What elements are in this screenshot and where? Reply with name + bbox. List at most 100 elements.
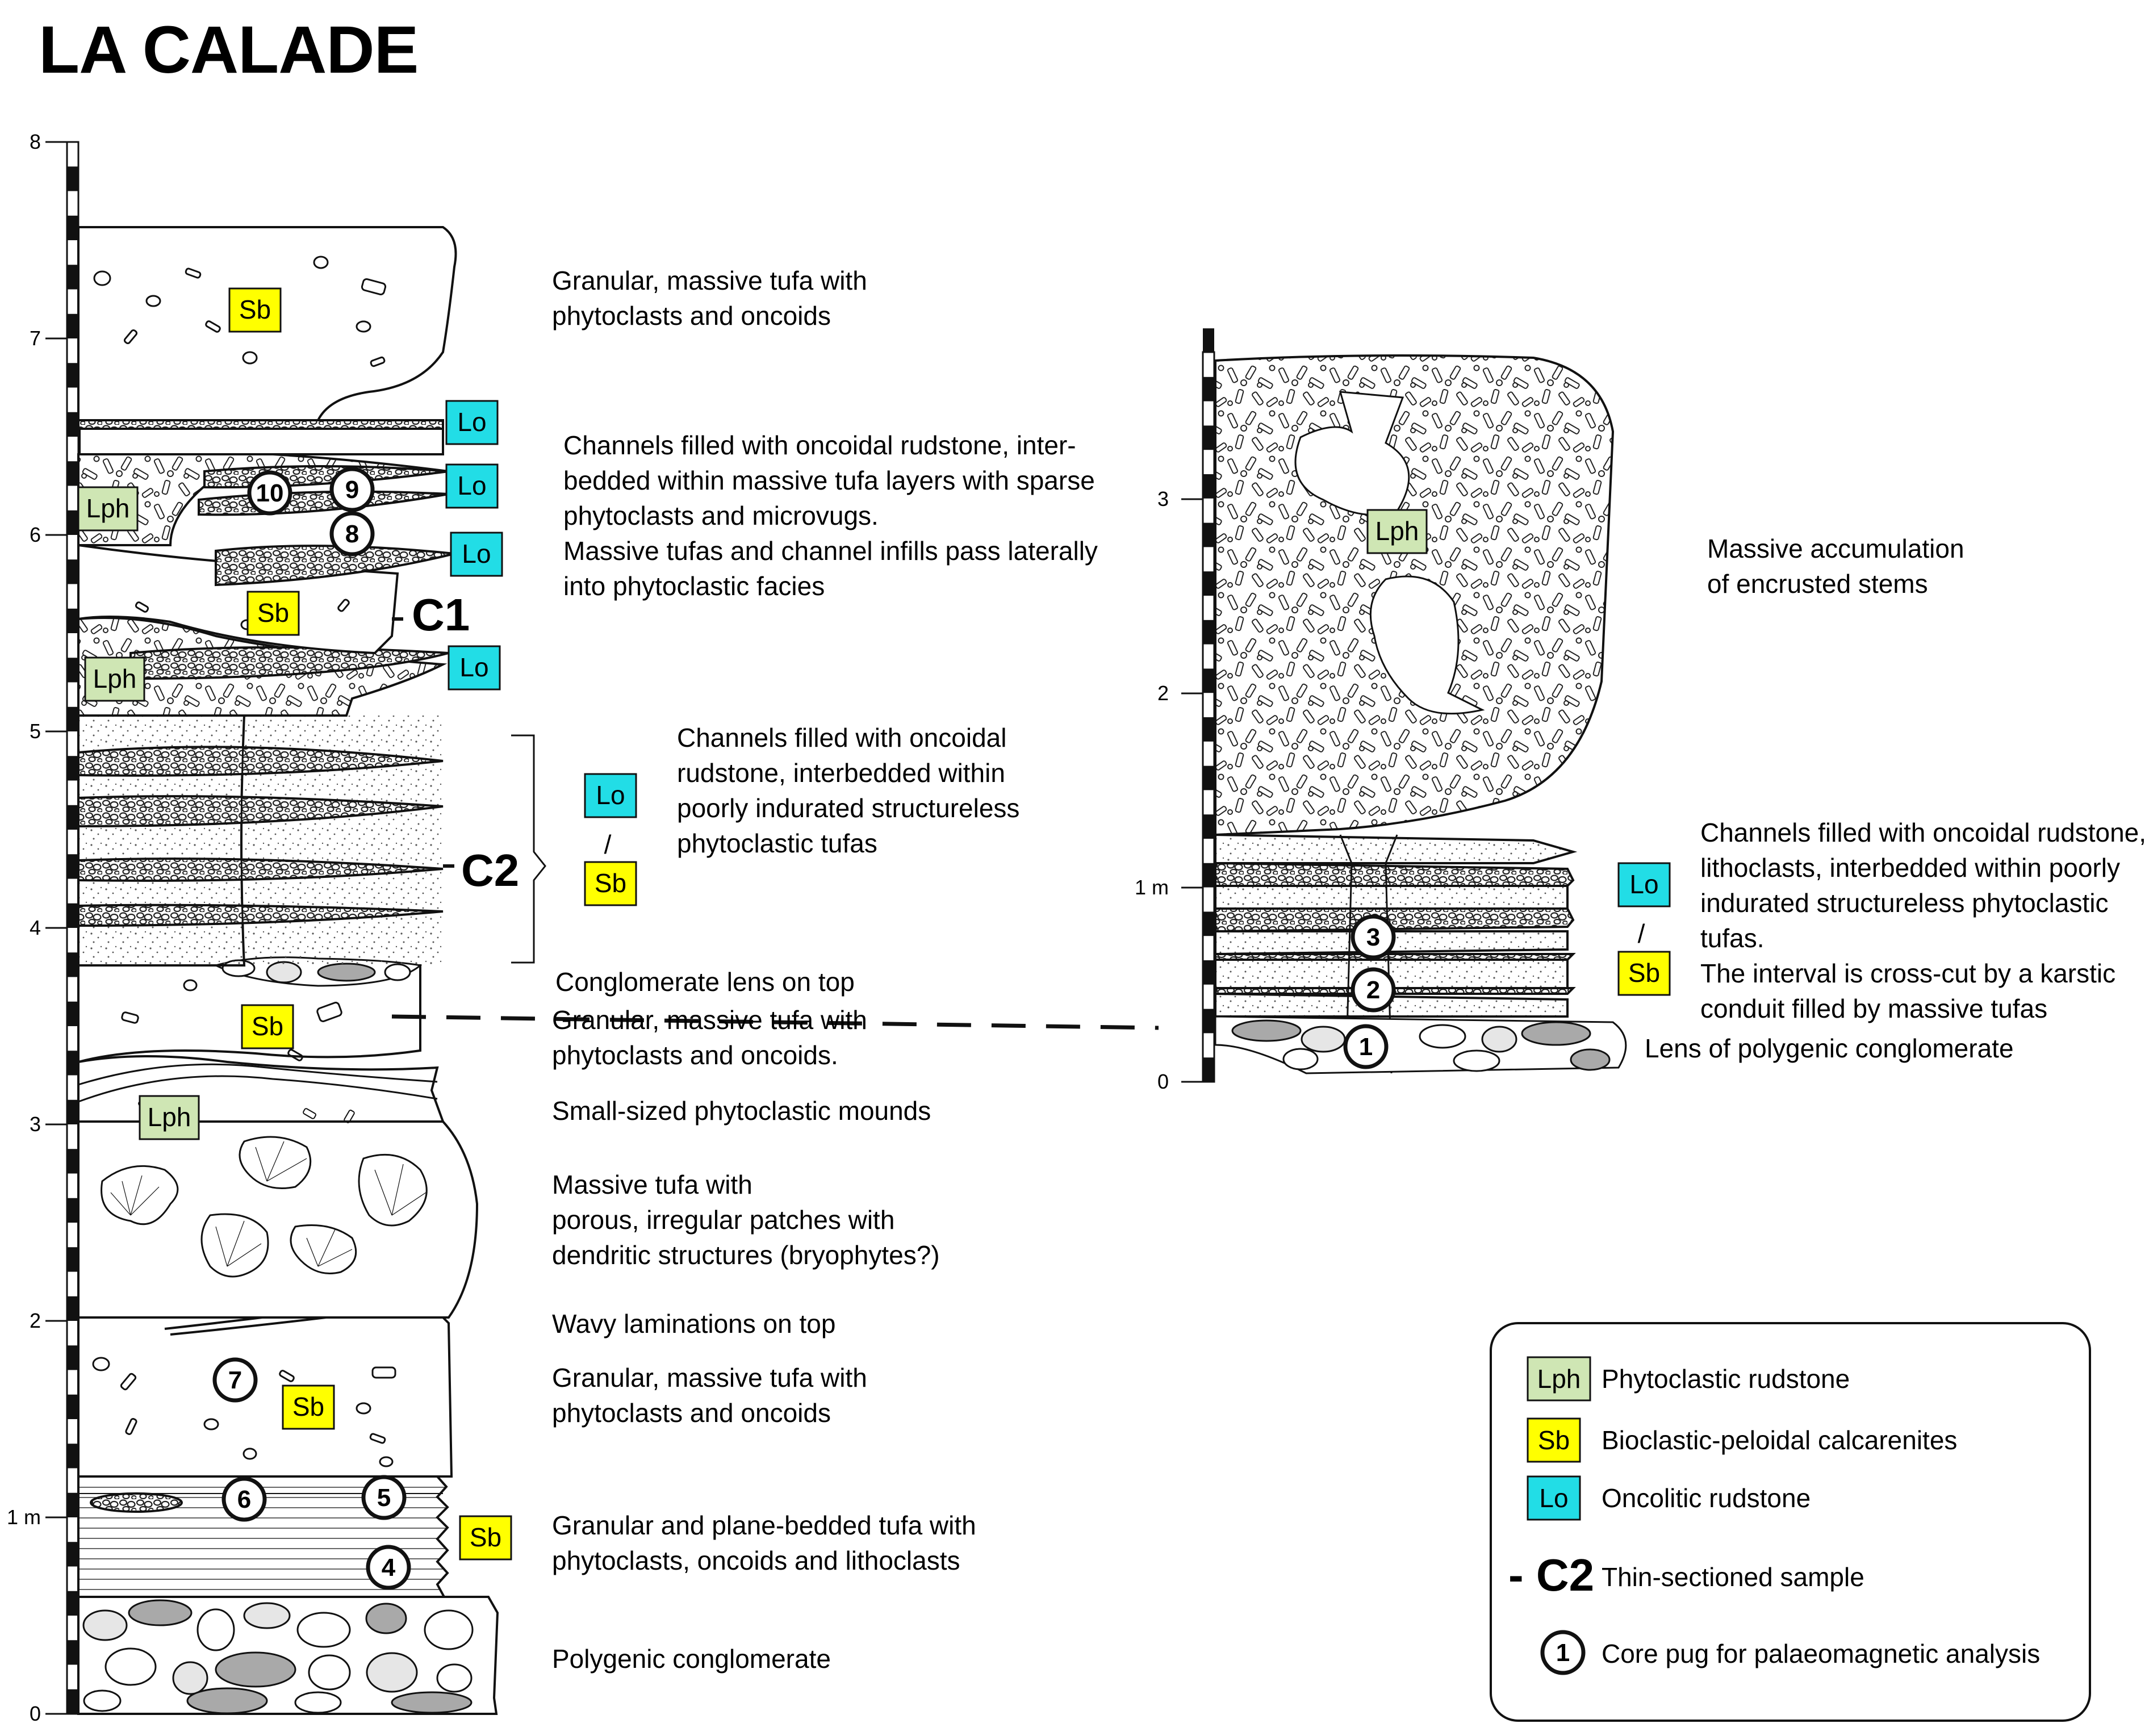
right-tick-label: 1 m	[1135, 876, 1169, 899]
main-facies-tag-box	[459, 1515, 512, 1561]
core-plug-label-circle	[247, 470, 292, 516]
right-facies-tag: /	[1638, 919, 1645, 948]
right-facies-tag: Lo	[1629, 869, 1658, 899]
main-facies-tag-box	[84, 656, 145, 702]
main-description-line: phytoclasts and oncoids	[552, 1398, 831, 1428]
main-facies-tag-box	[450, 532, 503, 577]
core-plug-label: 5	[377, 1484, 391, 1512]
right-facies-tag-box	[1366, 509, 1428, 554]
main-facies-tag: Lo	[457, 471, 486, 500]
main-facies-tag: Sb	[252, 1011, 283, 1041]
main-tick-label: 1 m	[7, 1505, 41, 1529]
unit-polygenic-conglomerate	[77, 1596, 499, 1715]
scale-bar-segment	[67, 952, 78, 977]
main-description-line: Granular, massive tufa with	[552, 1005, 867, 1035]
scale-bar-segment	[67, 1149, 78, 1174]
scale-bar-segment	[67, 903, 78, 928]
diagram-title: LA CALADE	[39, 12, 418, 87]
core-plug-label-circle	[329, 511, 375, 557]
main-facies-tag-box	[282, 1384, 335, 1430]
scale-bar-segment	[67, 1051, 78, 1076]
scale-bar-segment	[67, 1492, 78, 1517]
core-plug-label-circle	[1351, 914, 1396, 960]
main-description-line: porous, irregular patches with	[552, 1205, 894, 1235]
core-plug-label: 10	[256, 479, 284, 507]
scale-bar-segment	[67, 1099, 78, 1124]
scale-bar-segment	[67, 215, 78, 240]
main-facies-tag-box	[77, 486, 139, 532]
scale-bar-segment	[1203, 765, 1214, 790]
scale-bar-segment	[67, 363, 78, 388]
right-log-tick-labels: 01 m23	[1135, 487, 1203, 1093]
right-description-line: Massive accumulation	[1707, 534, 1964, 563]
core-plug-label-circle	[1343, 1024, 1389, 1069]
main-facies-tag: Sb	[595, 868, 626, 898]
main-facies-tag: Sb	[239, 295, 271, 324]
right-log-scale-bar	[1202, 328, 1215, 1083]
legend-sample-symbol: - C2	[1508, 1550, 1594, 1600]
main-description-line: phytoclasts and oncoids.	[552, 1040, 838, 1070]
core-plug-label: 2	[1366, 976, 1380, 1004]
main-description-line: phytoclasts and oncoids	[552, 301, 831, 331]
scale-bar-segment	[67, 559, 78, 584]
main-tick-label: 5	[30, 720, 41, 743]
legend-box	[1490, 1322, 2091, 1722]
scale-bar-segment	[67, 756, 78, 781]
scale-bar-segment	[1203, 377, 1214, 401]
scale-bar-segment	[67, 1394, 78, 1419]
main-description-line: into phytoclastic facies	[563, 571, 825, 601]
main-facies-tag: Lo	[459, 652, 488, 682]
main-description-line: Conglomerate lens on top	[555, 967, 855, 997]
main-log-column	[77, 226, 1159, 1715]
main-description-line: phytoclasts, oncoids and lithoclasts	[552, 1546, 960, 1575]
right-log-column	[1214, 354, 1627, 1074]
main-facies-tag-box	[241, 1004, 294, 1049]
scale-bar-segment	[1203, 668, 1214, 693]
legend-label: Oncolitic rudstone	[1602, 1483, 1811, 1513]
legend-label: Core pug for palaeomagnetic analysis	[1602, 1639, 2040, 1668]
main-tick-label: 3	[30, 1112, 41, 1136]
right-description-line: tufas.	[1700, 923, 1765, 953]
scale-bar-segment	[67, 1689, 78, 1714]
scale-bar-segment	[67, 1296, 78, 1321]
scale-bar-segment	[67, 854, 78, 879]
core-plug-label-circle	[1351, 967, 1396, 1013]
main-description-line: Massive tufas and channel infills pass l…	[563, 536, 1098, 566]
core-plug-label: 1	[1359, 1033, 1373, 1061]
main-description-line: rudstone, interbedded within	[677, 758, 1005, 788]
main-facies-tag: Lo	[462, 539, 491, 568]
main-facies-tag-box	[584, 861, 637, 906]
main-description-line: Wavy laminations on top	[552, 1309, 835, 1338]
main-facies-tag: /	[604, 830, 612, 859]
scale-bar-segment	[1203, 328, 1214, 353]
core-plug-label-circle	[221, 1476, 267, 1522]
unit-phytoclastic-mounds	[77, 1055, 445, 1123]
right-description-line: conduit filled by massive tufas	[1700, 994, 2047, 1023]
core-plug-label: 9	[345, 476, 359, 504]
scale-bar-segment	[1203, 863, 1214, 888]
thin-section-sample-label: C1	[412, 589, 470, 640]
scale-bar-segment	[67, 1640, 78, 1665]
right-facies-tag-box	[1617, 862, 1671, 907]
unit-massive-tufa-patches	[77, 1120, 479, 1319]
main-log-scale-bar	[66, 141, 80, 1715]
main-description-line: bedded within massive tufa layers with s…	[563, 466, 1095, 495]
legend-swatch	[1527, 1475, 1581, 1521]
main-tick-label: 0	[30, 1702, 41, 1725]
unit-right-channel-interval	[1214, 833, 1578, 1074]
main-description-line: Channels filled with oncoidal rudstone, …	[563, 430, 1076, 460]
legend-tag: Sb	[1538, 1425, 1570, 1455]
main-description-line: Massive tufa with	[552, 1170, 752, 1199]
core-plug-label: 7	[228, 1366, 242, 1394]
legend-label: Bioclastic-peloidal calcarenites	[1602, 1425, 1957, 1455]
main-description-line: poorly indurated structureless	[677, 793, 1019, 823]
scale-bar-segment	[67, 1001, 78, 1026]
main-tick-label: 2	[30, 1309, 41, 1332]
right-facies-tag-box	[1617, 951, 1671, 996]
unit-top-oncoid-band	[77, 419, 444, 456]
main-facies-tag-box	[448, 645, 501, 691]
core-plug-label: 8	[345, 520, 359, 548]
scale-bar-segment	[67, 706, 78, 731]
right-description-line: of encrusted stems	[1707, 569, 1928, 599]
